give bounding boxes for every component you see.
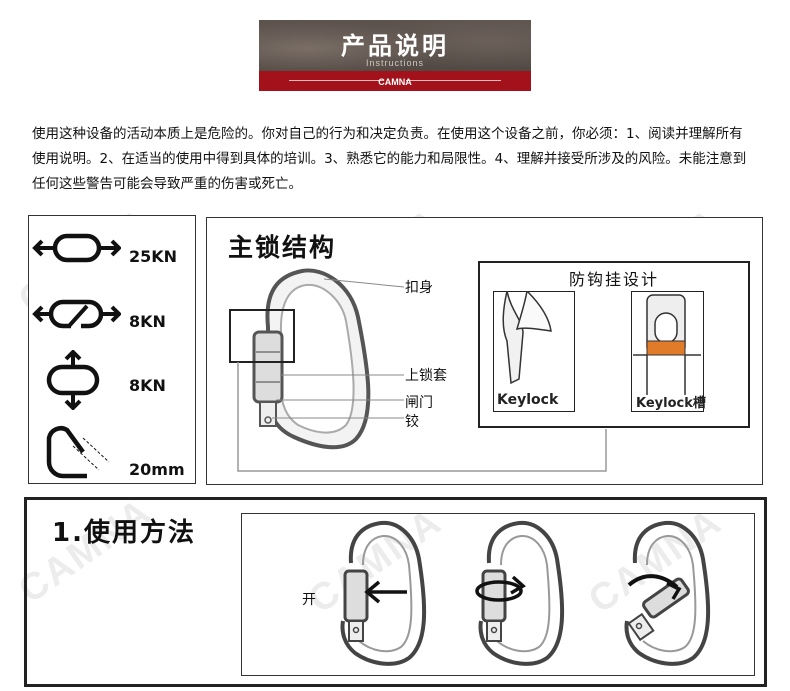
label-lock-sleeve: 上锁套 — [405, 368, 447, 384]
step1-carabiner — [340, 520, 427, 666]
rating-gate-opening: 20mm — [129, 460, 185, 479]
label-hinge: 铰 — [405, 414, 419, 430]
header-banner: 产品说明 Instructions CAMNA — [259, 20, 531, 91]
strength-ratings-panel: 25KN 8KN 8KN 20mm — [28, 215, 196, 484]
step-label-open: 开 — [302, 592, 316, 608]
rating-minor-axis: 8KN — [129, 376, 166, 395]
brand-logo: CAMNA — [378, 77, 412, 87]
page-title: 产品说明 — [341, 32, 449, 60]
step2-carabiner — [475, 520, 565, 666]
carabiner-diagram — [229, 268, 607, 472]
anti-snag-box — [478, 261, 750, 428]
usage-panel — [24, 497, 767, 687]
usage-title: 1.使用方法 — [52, 518, 196, 548]
label-gate: 闸门 — [405, 395, 433, 411]
gate-opening-icon — [46, 426, 110, 479]
usage-illustration — [241, 513, 755, 676]
minor-axis-load-icon — [46, 350, 100, 410]
label-body: 扣身 — [405, 280, 433, 296]
step3-carabiner — [624, 520, 711, 666]
rating-major-axis: 25KN — [129, 247, 178, 266]
rating-gate-open: 8KN — [129, 312, 166, 331]
keylock-slot-icon — [631, 291, 704, 412]
gate-open-load-icon — [32, 299, 121, 329]
keylock-caption: Keylock — [497, 392, 559, 408]
structure-title: 主锁结构 — [228, 233, 337, 262]
keylock-nose-icon — [493, 291, 575, 412]
anti-snag-title: 防钩挂设计 — [568, 270, 659, 289]
usage-steps-diagram — [340, 520, 711, 666]
major-axis-load-icon — [32, 233, 121, 263]
page-subtitle: Instructions — [365, 58, 425, 68]
intro-paragraph: 使用这种设备的活动本质上是危险的。你对自己的行为和决定负责。在使用这个设备之前，… — [32, 126, 747, 192]
keylock-slot-caption: Keylock槽 — [636, 396, 706, 411]
